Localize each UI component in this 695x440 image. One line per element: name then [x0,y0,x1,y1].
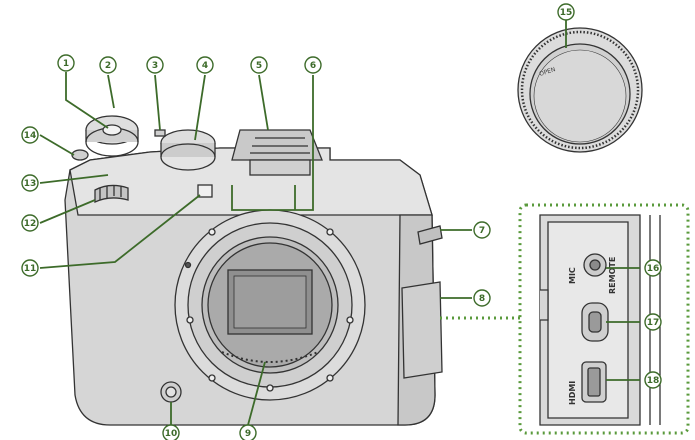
callout-15: 15 [557,3,575,21]
body-cap [517,27,643,153]
callout-4: 4 [196,56,214,74]
callout-number: 14 [24,131,37,141]
callout-number: 12 [24,219,37,229]
hdmi-label: HDMI [568,381,577,405]
callout-5: 5 [250,56,268,74]
callout-number: 1 [63,59,69,69]
callout-number: 17 [647,318,660,328]
callout-number: 9 [245,429,251,439]
callout-number: 4 [202,61,208,71]
callout-13: 13 [21,174,39,192]
callout-16: 16 [644,259,662,277]
callout-number: 5 [256,61,262,71]
callout-number: 16 [647,264,660,274]
callout-number: 18 [647,376,660,386]
callout-number: 8 [479,294,485,304]
callout-6: 6 [304,56,322,74]
camera-body [64,115,443,426]
callout-number: 7 [479,226,485,236]
callout-2: 2 [99,56,117,74]
port-panel: MIC REMOTE HDMI [440,203,690,435]
callout-number: 10 [165,429,178,439]
callout-number: 6 [310,61,316,71]
callout-8: 8 [473,289,491,307]
remote-label: REMOTE [608,257,617,294]
callout-number: 11 [24,264,37,274]
callout-10: 10 [162,424,180,440]
callout-1: 1 [57,54,75,72]
leader-lines [39,18,640,426]
mic-label: MIC [568,267,577,284]
callout-12: 12 [21,214,39,232]
callout-14: 14 [21,126,39,144]
callout-number: 3 [152,61,158,71]
callout-18: 18 [644,371,662,389]
callout-3: 3 [146,56,164,74]
cap-open-text: OPEN [538,66,556,78]
callout-11: 11 [21,259,39,277]
callout-number: 15 [560,8,573,18]
callout-9: 9 [239,424,257,440]
callout-7: 7 [473,221,491,239]
callout-number: 13 [24,179,37,189]
callout-17: 17 [644,313,662,331]
callout-number: 2 [105,61,111,71]
